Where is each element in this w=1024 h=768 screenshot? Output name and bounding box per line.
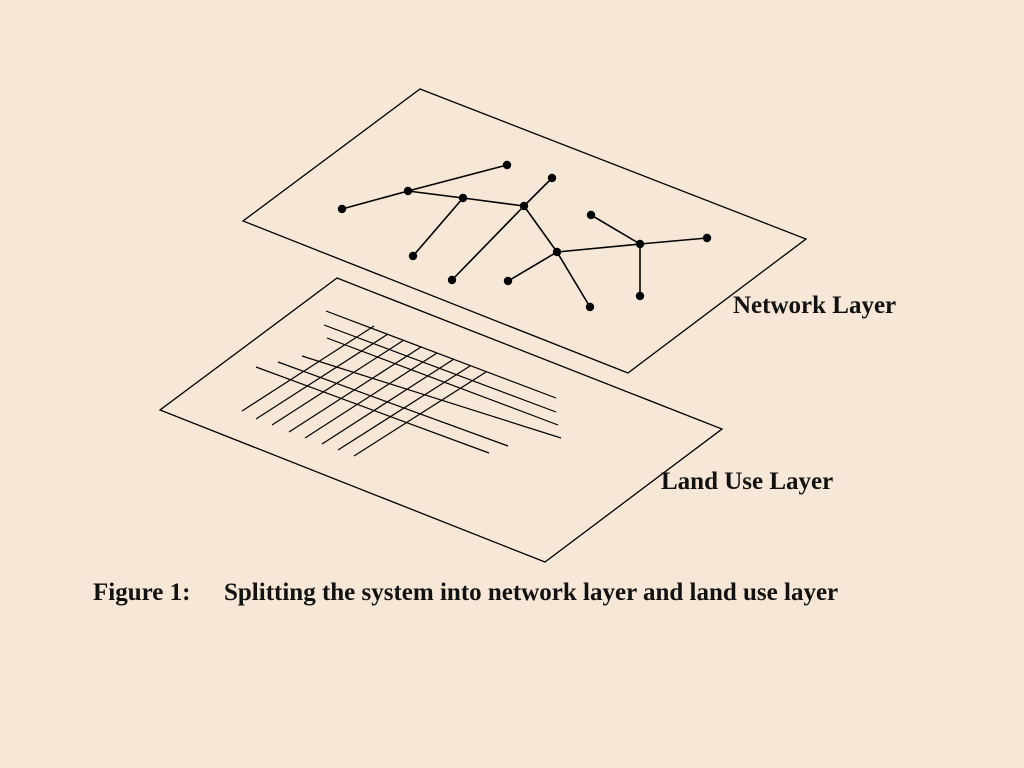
network-edge [407, 164, 508, 192]
network-edge [407, 190, 464, 199]
network-node [458, 193, 468, 203]
grid-line [353, 371, 487, 457]
figure-caption: Figure 1: Splitting the system into netw… [93, 579, 838, 606]
network-node [408, 251, 418, 261]
network-node [519, 201, 529, 211]
grid-line [241, 325, 375, 412]
caption-text: Splitting the system into network layer … [224, 579, 838, 606]
caption-number: Figure 1: [93, 579, 190, 606]
land-use-layer: Land Use Layer [158, 277, 833, 563]
grid-line [255, 366, 490, 454]
network-node [337, 204, 347, 214]
land-use-grid [241, 310, 562, 457]
grid-line [271, 339, 405, 426]
network-layer-label: Network Layer [733, 292, 896, 319]
network-node [403, 186, 413, 196]
network-edges [341, 164, 708, 308]
network-node [552, 247, 562, 257]
network-edge [462, 197, 525, 207]
network-edge [341, 190, 409, 210]
network-layer-plane [241, 88, 808, 374]
network-node [586, 210, 596, 220]
grid-line [301, 355, 562, 439]
network-edge [451, 205, 525, 281]
network-layer: Network Layer [241, 88, 896, 374]
network-edge [507, 251, 558, 282]
land-use-layer-label: Land Use Layer [661, 468, 833, 495]
network-node [702, 233, 712, 243]
network-node [547, 173, 557, 183]
grid-line [304, 352, 438, 439]
network-node [503, 276, 513, 286]
grid-line [326, 337, 559, 426]
network-edge [639, 237, 708, 245]
network-node [585, 302, 595, 312]
grid-line [255, 333, 389, 420]
grid-line [325, 310, 557, 399]
grid-line [321, 358, 455, 445]
network-edge [523, 177, 553, 207]
land-use-layer-plane [158, 277, 724, 563]
network-node [447, 275, 457, 285]
network-node [635, 239, 645, 249]
network-node [635, 291, 645, 301]
network-edge [590, 214, 641, 245]
network-edge [523, 205, 558, 253]
network-edge [556, 251, 591, 308]
network-edge [412, 197, 464, 257]
network-node [502, 160, 512, 170]
grid-line [288, 346, 422, 433]
grid-line [337, 365, 471, 451]
network-edge [556, 243, 641, 253]
network-nodes [337, 160, 712, 312]
grid-line [277, 361, 509, 447]
